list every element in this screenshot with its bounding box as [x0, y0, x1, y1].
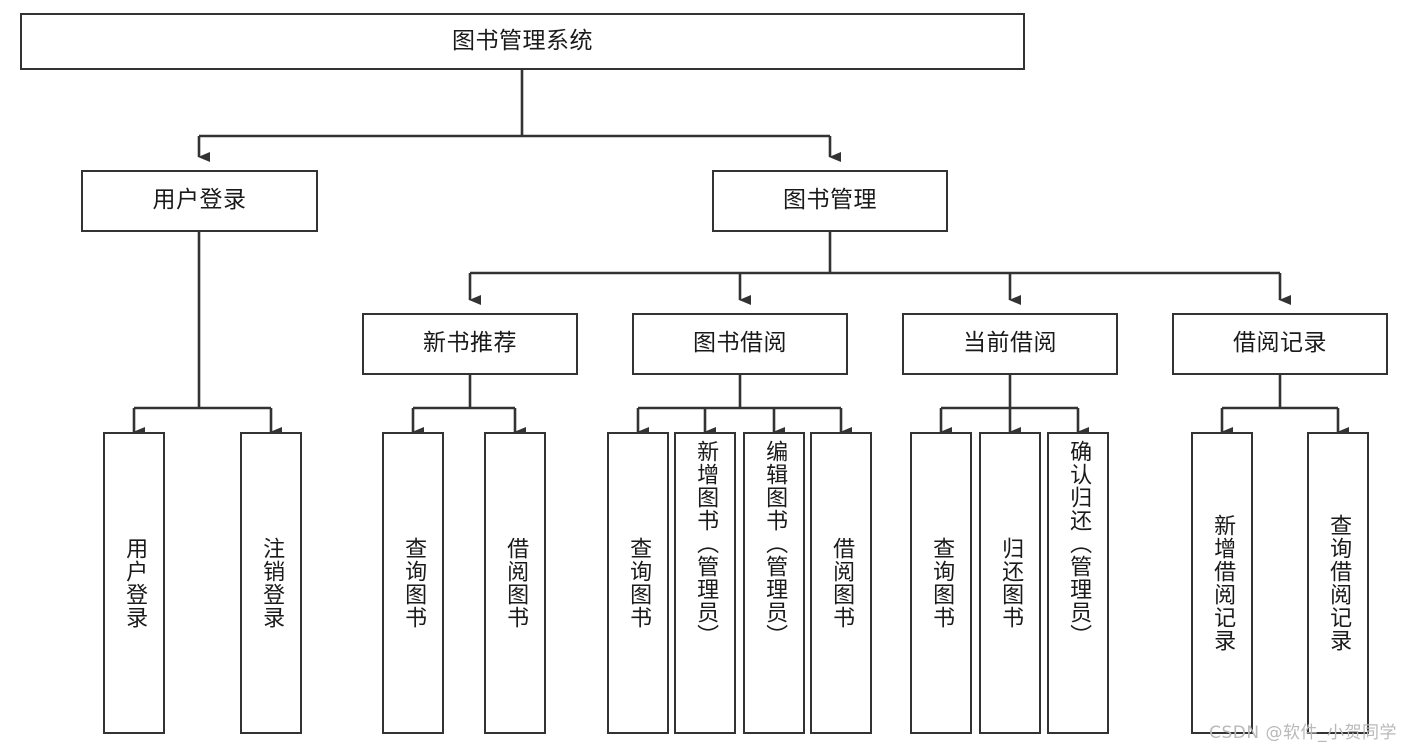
leaf-query-book-1[interactable]: 查询图书 — [382, 432, 444, 734]
node-label: 查询图书 — [401, 537, 427, 629]
node-label: 新增借阅记录 — [1210, 514, 1236, 652]
leaf-user-login[interactable]: 用户登录 — [103, 432, 165, 734]
node-borrow-record[interactable]: 借阅记录 — [1172, 313, 1388, 375]
node-current-borrow[interactable]: 当前借阅 — [902, 313, 1118, 375]
node-label: 查询图书 — [929, 537, 955, 629]
node-label: 借阅图书 — [503, 537, 529, 629]
node-book-borrow[interactable]: 图书借阅 — [632, 313, 848, 375]
node-label: 图书借阅 — [693, 330, 787, 357]
node-new-book-recommend[interactable]: 新书推荐 — [362, 313, 578, 375]
leaf-return-book[interactable]: 归还图书 — [979, 432, 1041, 734]
node-root-system[interactable]: 图书管理系统 — [20, 13, 1025, 70]
node-label: 用户登录 — [122, 537, 148, 629]
csdn-watermark: CSDN @软件_小贺同学 — [1209, 723, 1397, 743]
leaf-edit-book[interactable]: 编辑图书（管理员） — [743, 432, 805, 734]
node-label: 新书推荐 — [423, 330, 517, 357]
leaf-query-record[interactable]: 查询借阅记录 — [1307, 432, 1369, 734]
leaf-borrow-book-2[interactable]: 借阅图书 — [810, 432, 872, 734]
node-label: 新增图书（管理员） — [693, 440, 719, 647]
node-label: 查询借阅记录 — [1326, 514, 1352, 652]
node-user-login[interactable]: 用户登录 — [81, 170, 318, 232]
node-label: 注销登录 — [259, 537, 285, 629]
leaf-borrow-book-1[interactable]: 借阅图书 — [484, 432, 546, 734]
leaf-confirm-return[interactable]: 确认归还（管理员） — [1047, 432, 1109, 734]
node-label: 图书管理 — [783, 187, 877, 214]
leaf-user-logout[interactable]: 注销登录 — [240, 432, 302, 734]
node-label: 用户登录 — [152, 187, 247, 214]
node-label: 借阅图书 — [829, 537, 855, 629]
node-label: 查询图书 — [626, 537, 652, 629]
node-label: 确认归还（管理员） — [1066, 440, 1092, 647]
node-label: 当前借阅 — [963, 330, 1057, 357]
leaf-add-book[interactable]: 新增图书（管理员） — [674, 432, 736, 734]
node-label: 归还图书 — [998, 537, 1024, 629]
leaf-query-book-2[interactable]: 查询图书 — [607, 432, 669, 734]
leaf-add-record[interactable]: 新增借阅记录 — [1191, 432, 1253, 734]
node-label: 图书管理系统 — [452, 27, 593, 54]
node-book-management[interactable]: 图书管理 — [712, 170, 948, 232]
leaf-query-book-3[interactable]: 查询图书 — [910, 432, 972, 734]
node-label: 编辑图书（管理员） — [762, 440, 788, 647]
node-label: 借阅记录 — [1233, 330, 1327, 357]
